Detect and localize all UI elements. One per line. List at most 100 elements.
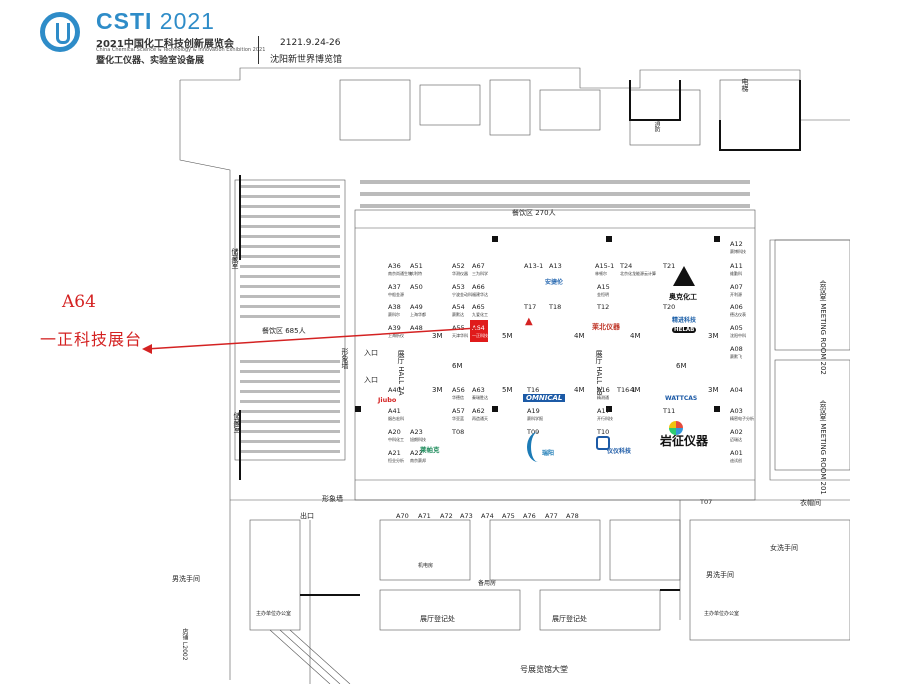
hall-2b-label: 展厅 HALL 2B [595, 350, 603, 396]
booth-a12-exhibitor: 赛博科技 [730, 249, 746, 254]
exhibitor-logo-jiubo: Jiubo [378, 396, 397, 404]
booth-a20: A20 [388, 428, 401, 436]
yiyi-logo-icon [596, 436, 610, 450]
booth-a56: A56 [452, 386, 465, 394]
booth-a36: A36 [388, 262, 401, 270]
booth-a17: A17 [597, 407, 610, 415]
booth-a16-exhibitor: 精测通 [597, 395, 609, 400]
exhibitor-logo-watt: WATTCAS [665, 395, 698, 402]
booth-a53: A53 [452, 283, 465, 291]
men-restroom-right: 男洗手间 [706, 571, 734, 579]
booth-a13: A13 [549, 262, 562, 270]
backup-room: 备用房 [478, 580, 497, 587]
booth-a01-exhibitor: 迪试创 [730, 458, 742, 463]
booth-a52: A52 [452, 262, 465, 270]
csti-logo-icon [40, 12, 80, 52]
image-wall-label: 形象墙 [322, 495, 343, 503]
booth-a54: A54 [452, 303, 465, 311]
exhibitor-logo-omnical: OMNICAL [523, 394, 566, 402]
booth-a63-exhibitor: 秦瑞胜达 [472, 395, 488, 400]
exhibitor-logo-laiyi: 莱帕克 [420, 446, 440, 454]
women-restroom: 女洗手间 [770, 544, 798, 552]
booth-a52-exhibitor: 华测仪器 [452, 271, 468, 276]
booth-a72: A72 [440, 512, 453, 520]
booth-a03: A03 [730, 407, 743, 415]
booth-a15-1-exhibitor: 林顿尔 [595, 271, 607, 276]
booth-a19: A19 [527, 407, 540, 415]
brand-title: CSTI 2021 [96, 8, 215, 35]
exhibitor-logo-aoke: 奥克化工 [669, 293, 697, 301]
booth-a75: A75 [502, 512, 515, 520]
organizer-office-right: 主办单位办公室 [704, 611, 740, 617]
booth-a06: A06 [730, 303, 743, 311]
booth-t12: T12 [597, 303, 610, 311]
exhibition-date: 2121.9.24-26 [280, 38, 341, 48]
dining-area-685: 餐饮区 685人 [262, 327, 306, 335]
exhibitor-logo-yiyi: 仪仪科技 [607, 448, 632, 455]
men-restroom-left: 男洗手间 [172, 575, 200, 583]
booth-a15: A15 [597, 283, 610, 291]
booth-a04: A04 [730, 386, 743, 394]
callout-exhibitor-name: 一正科技展台 [40, 330, 143, 349]
brand-name: CSTI [96, 8, 153, 34]
booth-a74: A74 [481, 512, 494, 520]
booth-a21: A21 [388, 449, 401, 457]
booth-t16-1: T16-1 [617, 386, 636, 394]
booth-a67-exhibitor: 三为科学 [472, 271, 488, 276]
booth-a23-exhibitor: 旭朗科技 [410, 437, 426, 442]
booth-a39: A39 [388, 324, 401, 332]
booth-a54-exhibitor: 赛默达 [452, 312, 464, 317]
dist-6m-2: 6M [676, 362, 687, 370]
dist-3m-4: 3M [708, 386, 719, 394]
booth-a02-exhibitor: 迈瑞达 [730, 437, 742, 442]
booth-a70: A70 [396, 512, 409, 520]
booth-a21-exhibitor: 恒业分析 [388, 458, 404, 463]
image-wall-vertical-label: 形象墙 [341, 348, 349, 369]
room-l2002: 店铺 L2002 [181, 628, 188, 661]
booth-a66: A66 [472, 283, 485, 291]
booth-t20: T20 [663, 303, 676, 311]
booth-a06-exhibitor: 德达仪表 [730, 312, 746, 317]
booth-a39-exhibitor: 上海析仪 [388, 333, 404, 338]
booth-a51-exhibitor: 玖利特 [410, 271, 422, 276]
booth-a41-exhibitor: 烟台宏科 [388, 416, 404, 421]
exhibitor-logo-yizheng: 岩征仪器 [660, 434, 709, 448]
booth-a57-exhibitor: 华亚蓝 [452, 416, 464, 421]
booth-a15-1: A15-1 [595, 262, 615, 270]
dining-area-270: 餐饮区 270人 [512, 209, 556, 217]
booth-a16: A16 [597, 386, 610, 394]
dist-3m-1: 3M [432, 332, 443, 340]
booth-a67: A67 [472, 262, 485, 270]
cloak-room: 衣帽间 [800, 499, 821, 507]
booth-a36-exhibitor: 南京尚通生物 [388, 271, 412, 276]
booth-a64-exhibitor: 一正科技 [472, 333, 488, 338]
a64-highlight [470, 320, 488, 342]
booth-a55-exhibitor: 天津华科 [452, 333, 468, 338]
dist-5m-1: 5M [502, 332, 513, 340]
booth-a23: A23 [410, 428, 423, 436]
booth-a38: A38 [388, 303, 401, 311]
booth-a41: A41 [388, 407, 401, 415]
booth-a48: A48 [410, 324, 423, 332]
booth-a73: A73 [460, 512, 473, 520]
callout-booth-id: A64 [62, 292, 96, 312]
booth-a08-exhibitor: 赛默飞 [730, 354, 742, 359]
aoke-triangle-icon [673, 266, 695, 286]
booth-a76: A76 [523, 512, 536, 520]
booth-a11: A11 [730, 262, 743, 270]
exhibitor-logo-yabei: 莱北仪器 [592, 323, 620, 331]
booth-a03-exhibitor: 精密电子分析 [730, 416, 754, 421]
machine-room: 机电房 [418, 563, 434, 569]
dist-6m-1: 6M [452, 362, 463, 370]
booth-a20-exhibitor: 中科化工 [388, 437, 404, 442]
fire-room: 消防 [653, 120, 660, 132]
booth-a13-1: A13-1 [524, 262, 544, 270]
booth-t24: T24 [620, 262, 633, 270]
booth-a66-exhibitor: 福建华达 [472, 292, 488, 297]
booth-a37-exhibitor: 中船金源 [388, 292, 404, 297]
booth-a07: A07 [730, 283, 743, 291]
registration-right: 展厅登记处 [552, 615, 587, 623]
exhibitor-logo-icon-1: ▲ [525, 316, 533, 327]
dist-4m-3: 4M [574, 386, 585, 394]
exit-label: 出口 [300, 512, 314, 520]
